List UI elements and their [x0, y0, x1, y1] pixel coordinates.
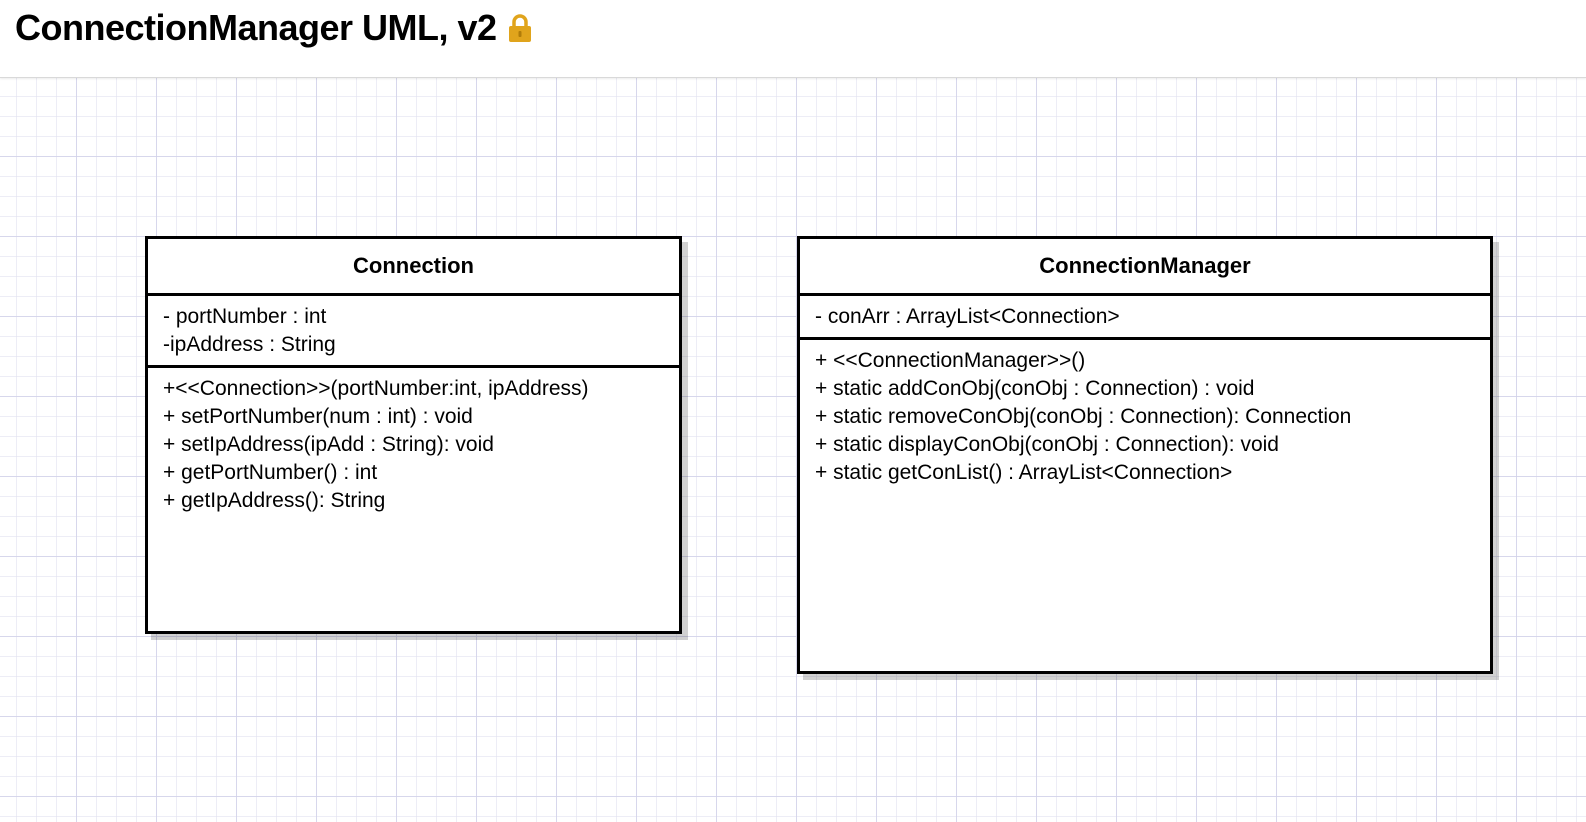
page-title-text: ConnectionManager UML, v2 — [15, 7, 497, 48]
attribute: - conArr : ArrayList<Connection> — [815, 305, 1120, 328]
lock-icon[interactable] — [507, 11, 533, 42]
method: + setIpAddress(ipAdd : String): void — [163, 433, 494, 456]
class-name: ConnectionManager — [800, 239, 1490, 296]
method: + static removeConObj(conObj : Connectio… — [815, 405, 1352, 428]
method: + static getConList() : ArrayList<Connec… — [815, 461, 1233, 484]
method: + getIpAddress(): String — [163, 489, 386, 512]
diagram-canvas[interactable]: Connection - portNumber : int -ipAddress… — [0, 78, 1586, 822]
page-title: ConnectionManager UML, v2 — [15, 8, 533, 48]
attributes-compartment: - portNumber : int -ipAddress : String — [148, 296, 679, 368]
class-box-connectionmanager[interactable]: ConnectionManager - conArr : ArrayList<C… — [797, 236, 1493, 674]
method: + getPortNumber() : int — [163, 461, 378, 484]
class-name: Connection — [148, 239, 679, 296]
methods-compartment: + <<ConnectionManager>>() + static addCo… — [800, 340, 1490, 493]
header-bar: ConnectionManager UML, v2 — [0, 0, 1586, 78]
attributes-compartment: - conArr : ArrayList<Connection> — [800, 296, 1490, 340]
method: + static displayConObj(conObj : Connecti… — [815, 433, 1279, 456]
method: + setPortNumber(num : int) : void — [163, 405, 473, 428]
method: +<<Connection>>(portNumber:int, ipAddres… — [163, 377, 589, 400]
attribute: - portNumber : int — [163, 305, 327, 328]
method: + <<ConnectionManager>>() — [815, 349, 1086, 372]
method: + static addConObj(conObj : Connection) … — [815, 377, 1255, 400]
class-box-connection[interactable]: Connection - portNumber : int -ipAddress… — [145, 236, 682, 634]
attribute: -ipAddress : String — [163, 333, 336, 356]
methods-compartment: +<<Connection>>(portNumber:int, ipAddres… — [148, 368, 679, 521]
